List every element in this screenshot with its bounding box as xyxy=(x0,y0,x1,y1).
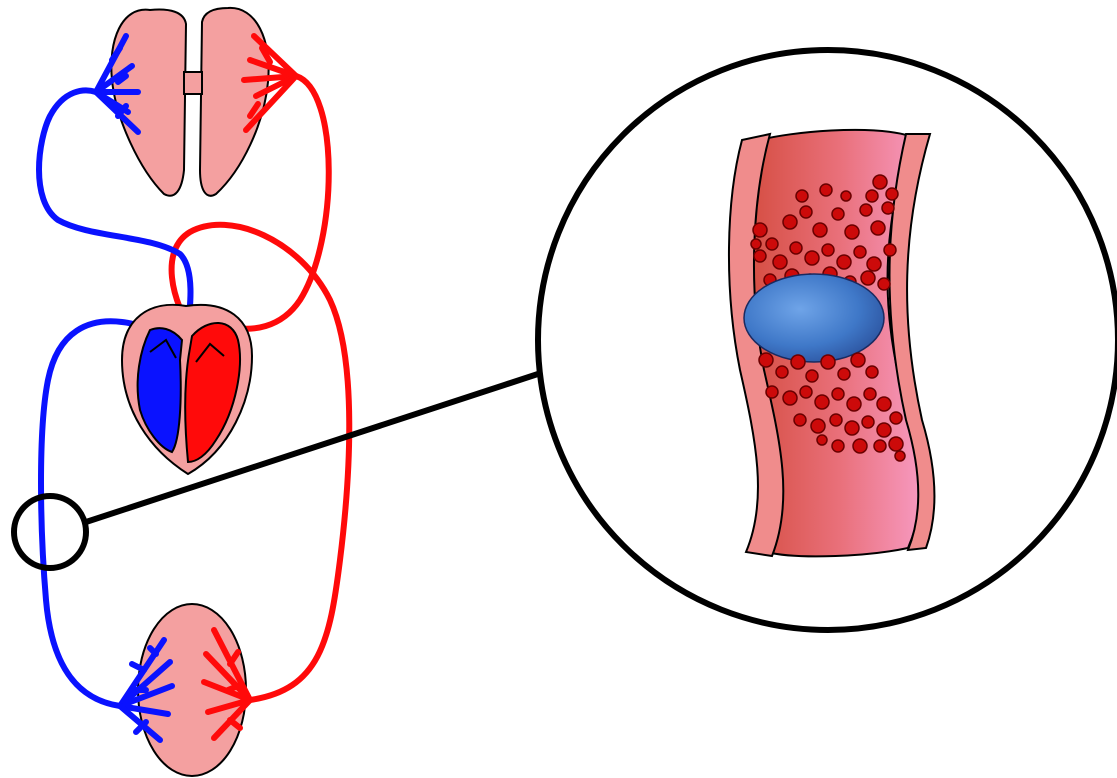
embolus xyxy=(744,274,884,362)
lungs-icon xyxy=(111,8,268,196)
zoom-detail xyxy=(538,50,1117,630)
left-ventricle xyxy=(185,323,240,462)
trachea-bridge xyxy=(184,72,202,94)
heart-icon xyxy=(122,305,252,474)
magnifier-circle-icon xyxy=(14,496,86,568)
blood-vessel-with-clot-icon xyxy=(729,130,935,556)
